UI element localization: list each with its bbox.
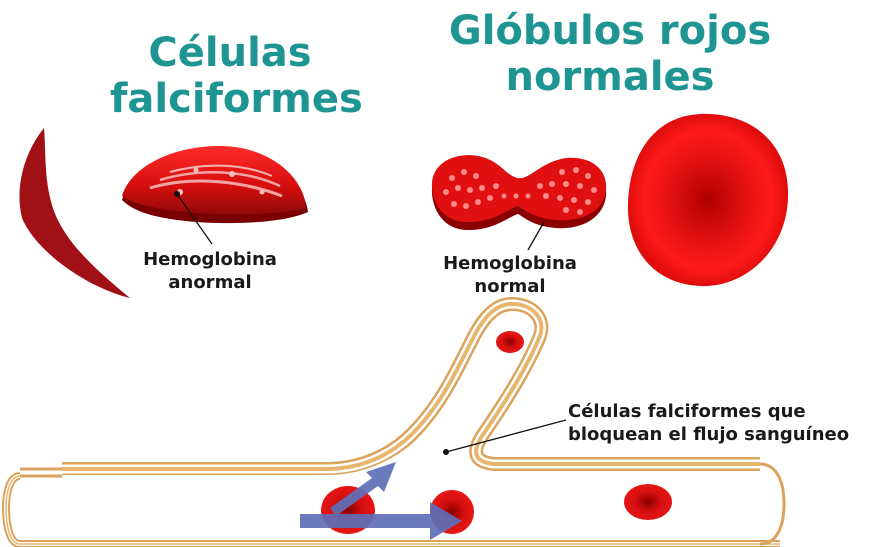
vessel-cell-branch — [496, 331, 524, 353]
sickle-cell-silhouette — [19, 128, 130, 298]
vessel-cell-right — [624, 484, 672, 520]
title-sickle-cells: Células falciformes — [110, 30, 350, 122]
blocked-flow-leader — [446, 420, 566, 452]
sickle-cell-3d — [122, 146, 308, 244]
label-normal-hemoglobin: Hemoglobina normal — [420, 252, 600, 298]
normal-cell-flat — [628, 114, 788, 286]
label-abnormal-hemoglobin: Hemoglobina anormal — [130, 248, 290, 294]
normal-cell-3d — [432, 155, 606, 250]
title-normal-cells: Glóbulos rojos normales — [440, 8, 780, 100]
label-blocked-flow: Células falciformes que bloquean el fluj… — [568, 400, 878, 446]
